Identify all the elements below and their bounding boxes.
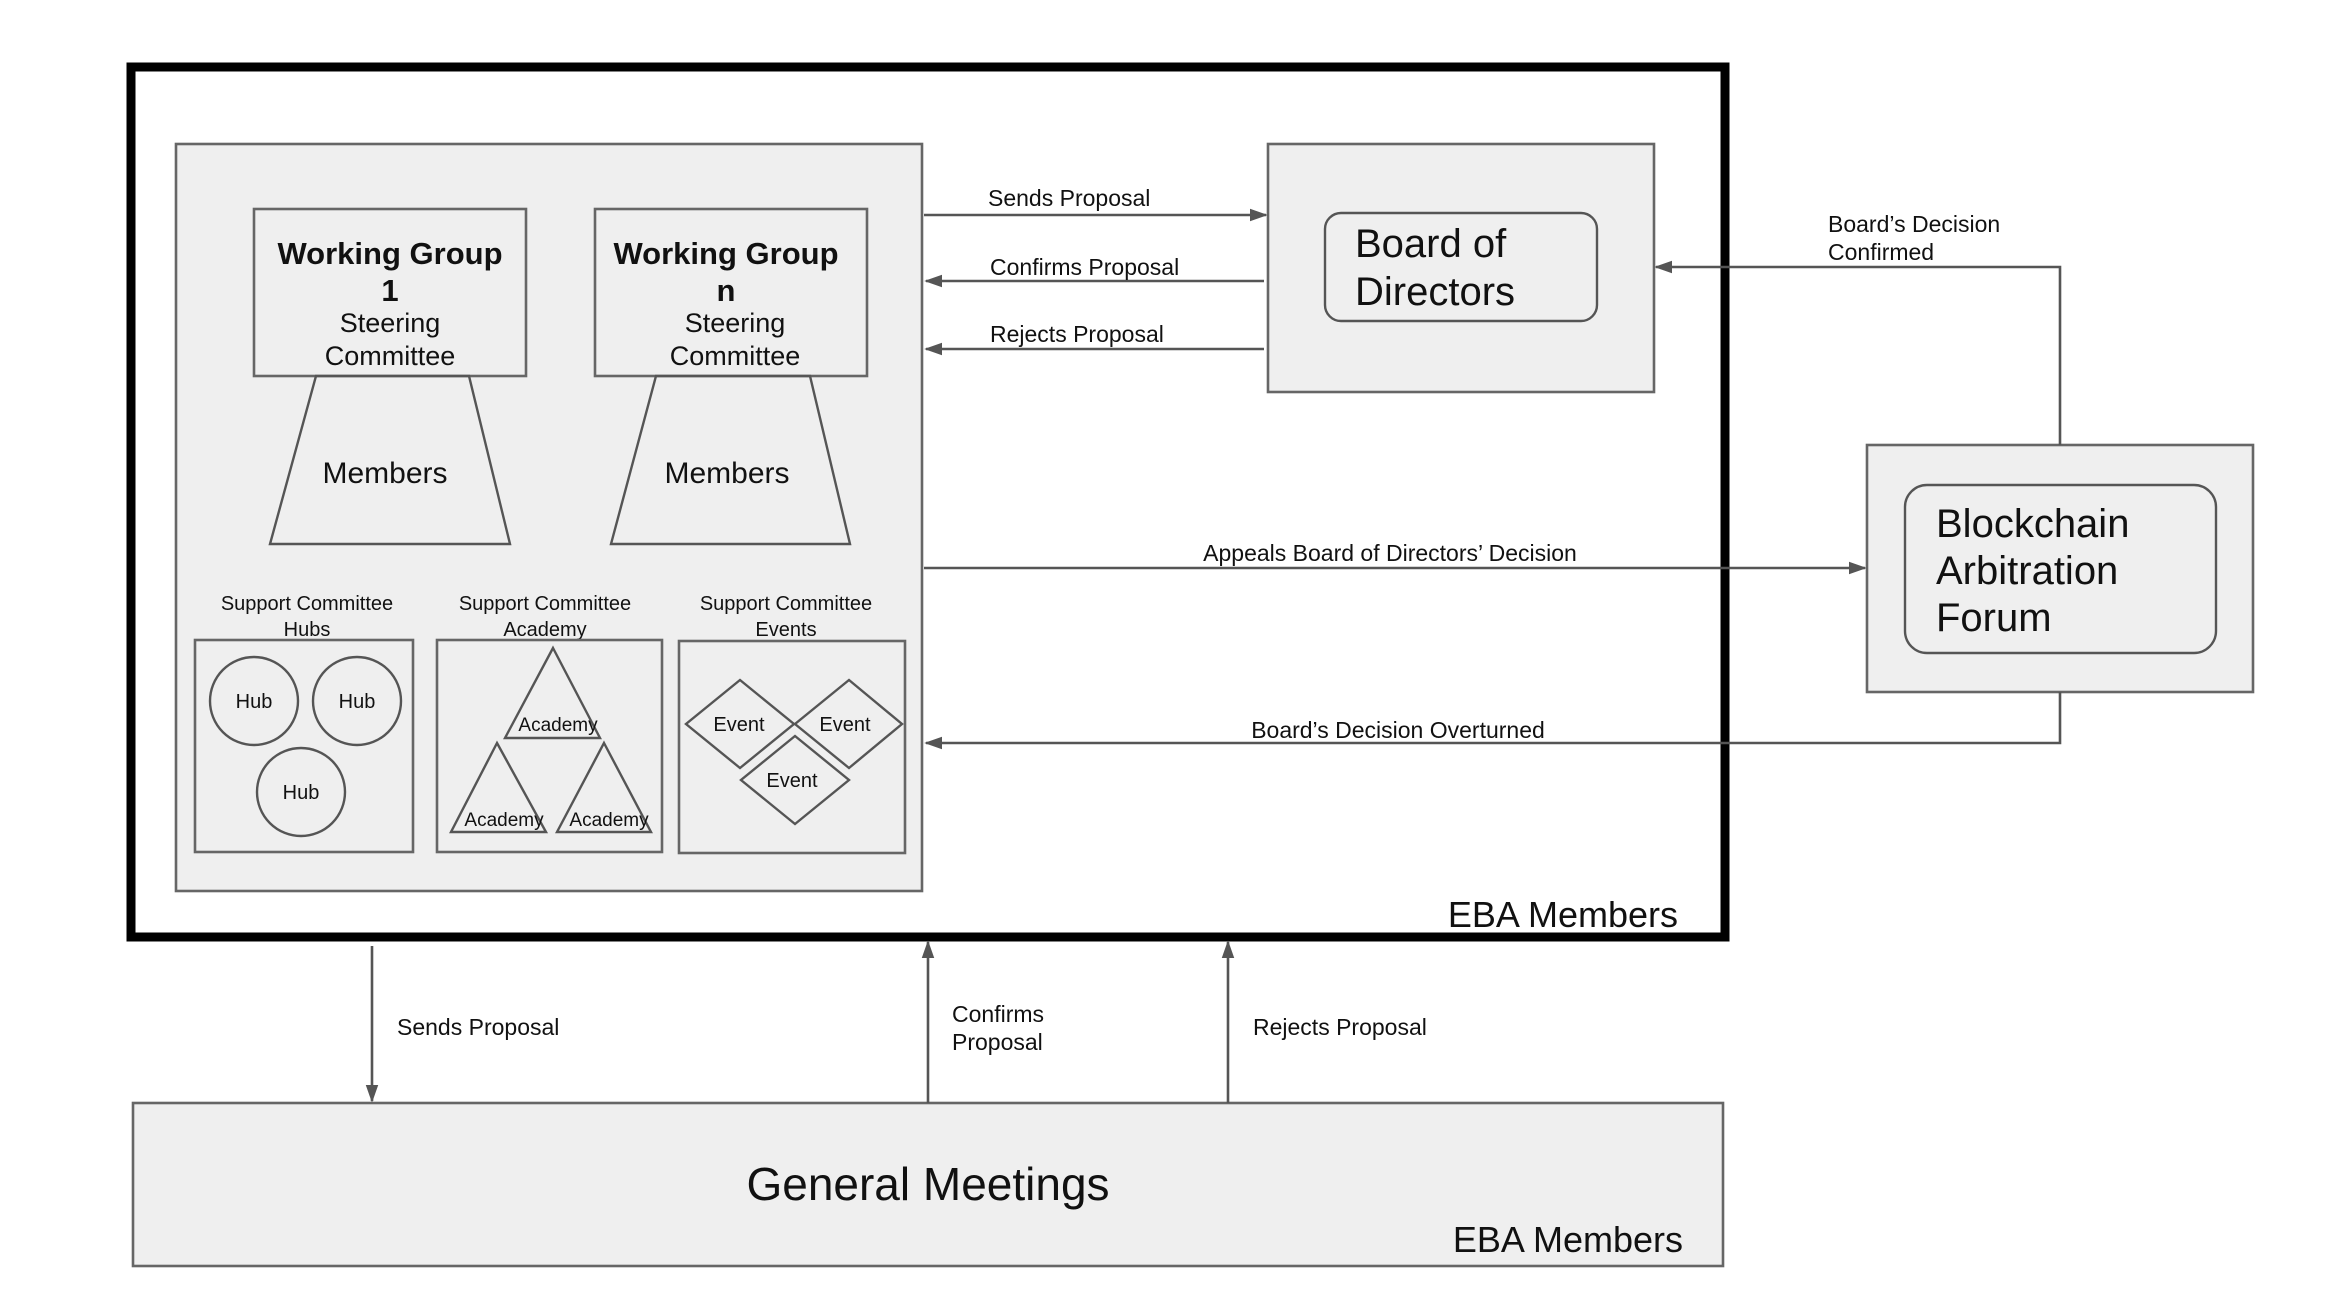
board-of-directors: Board of Directors xyxy=(1266,142,1656,394)
academy-title: Support Committee xyxy=(459,593,631,615)
gm-confirms-proposal-label-line1: Confirms xyxy=(952,1001,1044,1027)
general-meetings: General Meetings EBA Members xyxy=(131,1101,1725,1268)
academy-label-3: Academy xyxy=(569,810,649,831)
blockchain-arbitration-forum: Blockchain Arbitration Forum xyxy=(1865,443,2255,694)
board-label-line1: Board of xyxy=(1355,222,1507,266)
academy-label-1: Academy xyxy=(518,715,598,736)
support-committee-hubs: Support Committee Hubs Hub Hub Hub xyxy=(193,593,415,854)
hub-label-3: Hub xyxy=(283,782,320,804)
general-meetings-title: General Meetings xyxy=(746,1158,1109,1210)
sends-proposal-label: Sends Proposal xyxy=(988,185,1150,211)
support-committee-events: Support Committee Events Event Event Eve… xyxy=(677,593,907,855)
working-group-n-title: Working Group xyxy=(613,236,838,271)
general-meetings-members-label: EBA Members xyxy=(1453,1219,1683,1260)
confirms-proposal-label: Confirms Proposal xyxy=(990,254,1179,280)
event-diamond-3 xyxy=(739,734,851,826)
hub-circle-2 xyxy=(311,655,403,747)
working-group-n-members-trapezoid xyxy=(609,374,852,546)
hub-circle-1 xyxy=(208,655,300,747)
working-group-n-subtitle: Steering xyxy=(685,308,786,338)
forum-label-line2: Arbitration xyxy=(1936,549,2118,593)
decision-confirmed-arrow: Board’s Decision Confirmed xyxy=(1654,211,2062,445)
academy-triangle-1 xyxy=(503,645,602,740)
academy-triangle-2 xyxy=(449,740,549,834)
event-label-1: Event xyxy=(713,714,765,736)
working-group-n-number: n xyxy=(717,273,736,308)
decision-confirmed-label-line2: Confirmed xyxy=(1828,239,1934,265)
working-group-1-subtitle: Steering xyxy=(340,308,441,338)
hub-label-1: Hub xyxy=(236,691,273,713)
support-committee-academy: Support Committee Academy Academy Academ… xyxy=(435,593,664,854)
forum-label-line3: Forum xyxy=(1936,596,2052,640)
appeals-label: Appeals Board of Directors’ Decision xyxy=(1203,540,1577,566)
working-group-1-number: 1 xyxy=(381,273,398,308)
hub-label-2: Hub xyxy=(339,691,376,713)
rejects-proposal-arrow: Rejects Proposal xyxy=(924,321,1264,356)
forum-label-line1: Blockchain xyxy=(1936,502,2129,546)
working-groups-container: Working Group 1 Steering Committee Membe… xyxy=(174,142,924,893)
gm-sends-proposal-label: Sends Proposal xyxy=(397,1014,559,1040)
gm-rejects-proposal-label: Rejects Proposal xyxy=(1253,1014,1427,1040)
board-label-line2: Directors xyxy=(1355,270,1515,314)
decision-confirmed-label-line1: Board’s Decision xyxy=(1828,211,2000,237)
working-group-1-members-trapezoid xyxy=(268,374,512,546)
decision-overturned-arrow: Board’s Decision Overturned xyxy=(924,692,2062,750)
working-group-n: Working Group n Steering Committee Membe… xyxy=(593,207,869,546)
confirms-proposal-arrow: Confirms Proposal xyxy=(924,254,1264,288)
academy-subtitle: Academy xyxy=(503,619,586,641)
working-group-n-subtitle-2: Committee xyxy=(670,341,801,371)
gm-sends-proposal-arrow: Sends Proposal xyxy=(365,946,559,1103)
working-group-1-title: Working Group xyxy=(277,236,502,271)
event-label-2: Event xyxy=(819,714,871,736)
hub-circle-3 xyxy=(255,746,347,838)
working-group-1-subtitle-2: Committee xyxy=(325,341,456,371)
event-label-3: Event xyxy=(766,770,818,792)
working-group-1: Working Group 1 Steering Committee Membe… xyxy=(252,207,528,546)
event-diamond-2 xyxy=(793,678,904,770)
gm-confirms-proposal-arrow: Confirms Proposal xyxy=(921,940,1044,1103)
working-group-n-members-label: Members xyxy=(664,457,789,490)
appeals-arrow: Appeals Board of Directors’ Decision xyxy=(924,540,1867,575)
hubs-title: Support Committee xyxy=(221,593,393,615)
hubs-subtitle: Hubs xyxy=(284,619,331,641)
working-group-1-members-label: Members xyxy=(322,457,447,490)
events-subtitle: Events xyxy=(755,619,816,641)
event-diamond-1 xyxy=(684,678,796,770)
sends-proposal-arrow: Sends Proposal xyxy=(924,185,1268,222)
academy-label-2: Academy xyxy=(464,810,544,831)
decision-overturned-label: Board’s Decision Overturned xyxy=(1251,717,1545,743)
eba-members-label: EBA Members xyxy=(1448,894,1678,935)
academy-triangle-3 xyxy=(555,740,653,834)
rejects-proposal-label: Rejects Proposal xyxy=(990,321,1164,347)
events-title: Support Committee xyxy=(700,593,872,615)
gm-confirms-proposal-label-line2: Proposal xyxy=(952,1029,1043,1055)
gm-rejects-proposal-arrow: Rejects Proposal xyxy=(1221,940,1427,1103)
